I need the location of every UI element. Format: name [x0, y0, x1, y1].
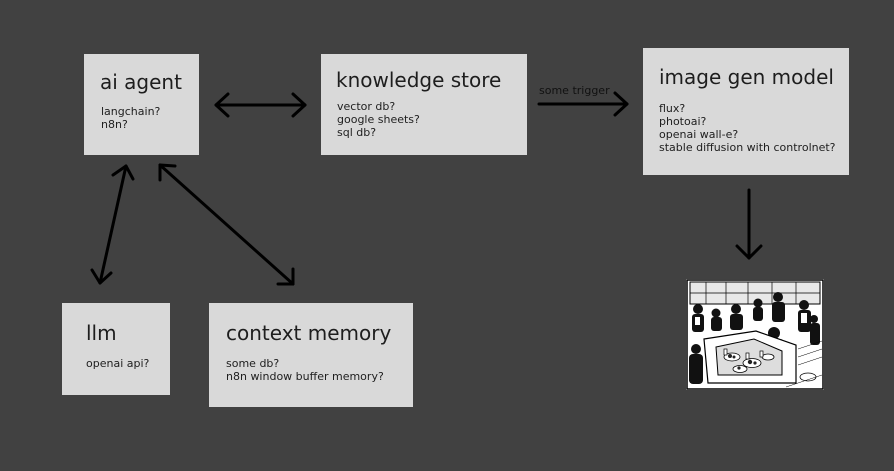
arrow-agent-knowledge — [214, 92, 307, 118]
node-llm: llm openai api? — [62, 303, 170, 395]
note-line: some db? — [226, 357, 280, 370]
node-notes: flux? photoai? openai wall-e? stable dif… — [659, 102, 836, 154]
note-line: n8n? — [101, 118, 128, 131]
note-line: flux? — [659, 102, 686, 115]
node-title: knowledge store — [336, 68, 502, 92]
note-line: photoai? — [659, 115, 707, 128]
note-line: langchain? — [101, 105, 161, 118]
arrow-agent-memory — [158, 163, 295, 286]
note-line: sql db? — [337, 126, 377, 139]
note-line: google sheets? — [337, 113, 420, 126]
note-line: openai api? — [86, 357, 150, 370]
node-title: image gen model — [659, 65, 834, 89]
note-line: n8n window buffer memory? — [226, 370, 384, 383]
node-knowledge-store: knowledge store vector db? google sheets… — [321, 54, 527, 155]
node-notes: openai api? — [86, 357, 149, 370]
node-image-gen-model: image gen model flux? photoai? openai wa… — [643, 48, 849, 175]
arrow-agent-llm — [90, 164, 135, 285]
arrow-image-output — [735, 188, 763, 260]
node-notes: some db? n8n window buffer memory? — [226, 357, 384, 383]
node-notes: langchain? n8n? — [101, 105, 160, 131]
node-ai-agent: ai agent langchain? n8n? — [84, 54, 199, 155]
edge-label-some-trigger: some trigger — [539, 84, 610, 97]
arrow-knowledge-image — [537, 91, 629, 117]
node-notes: vector db? google sheets? sql db? — [337, 100, 420, 139]
note-line: openai wall-e? — [659, 128, 739, 141]
generated-comic-image — [686, 279, 824, 390]
note-line: stable diffusion with controlnet? — [659, 141, 836, 154]
node-title: ai agent — [100, 70, 182, 94]
node-context-memory: context memory some db? n8n window buffe… — [209, 303, 413, 407]
node-title: llm — [86, 321, 117, 345]
note-line: vector db? — [337, 100, 396, 113]
node-title: context memory — [226, 321, 392, 345]
